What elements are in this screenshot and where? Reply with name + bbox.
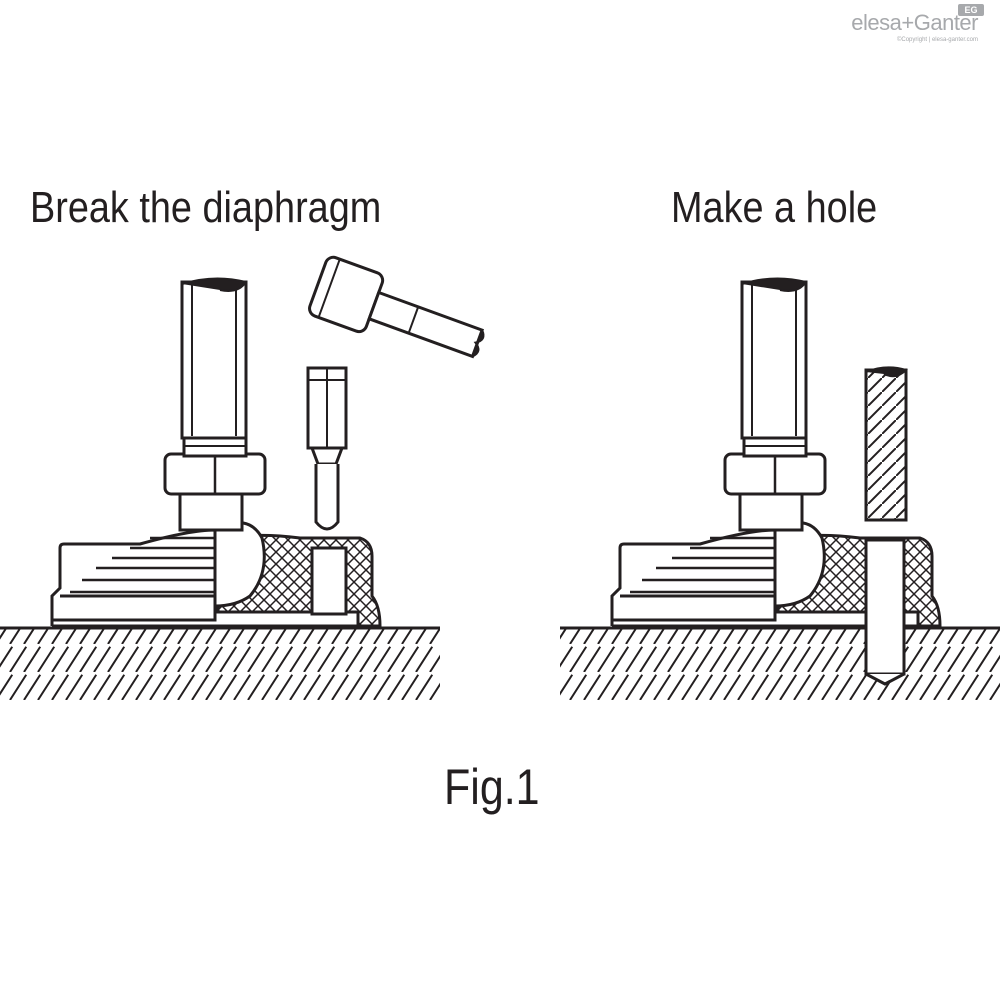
figure-label: Fig.1 [444, 759, 540, 815]
ground-hatching-left [0, 628, 440, 700]
diaphragm-pocket [310, 546, 348, 616]
logo-copyright: ©Copyright | elesa-ganter.com [896, 37, 978, 43]
caption-break-diaphragm: Break the diaphragm [30, 183, 382, 232]
caption-make-hole: Make a hole [671, 183, 878, 232]
panel-left-diagram [0, 255, 485, 700]
brand-logo: EG elesa+Ganter ©Copyright | elesa-gante… [851, 4, 984, 44]
logo-wordmark: elesa+Ganter [851, 10, 978, 35]
logo-badge: EG [958, 4, 984, 16]
drill-bit [864, 366, 908, 522]
punch-tool [306, 366, 348, 531]
ground-hatching-right [560, 628, 1000, 700]
drilled-hole [864, 538, 906, 686]
hammer-tool [308, 255, 485, 359]
panel-right-diagram [560, 276, 1000, 700]
